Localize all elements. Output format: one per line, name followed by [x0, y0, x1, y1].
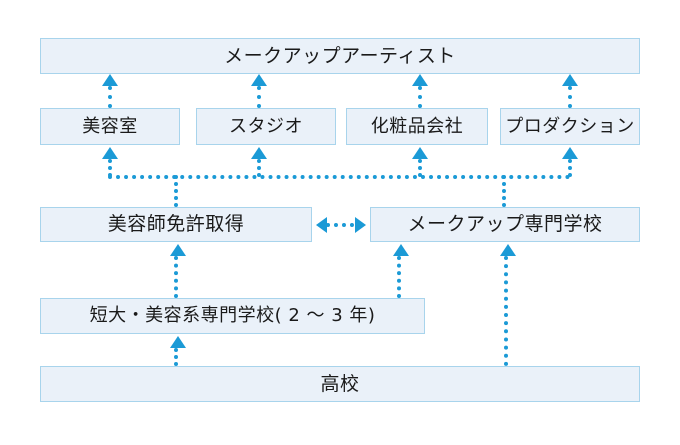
arrowhead-production-to-artist	[562, 74, 578, 86]
node-studio: スタジオ	[196, 108, 336, 145]
connector-high-school-to-makeup-school	[504, 256, 508, 366]
arrowhead-bus-to-beauty-salon	[102, 147, 118, 159]
connector-studio-to-artist	[257, 86, 261, 108]
node-label: メークアップアーティスト	[224, 44, 456, 67]
connector-production-to-artist	[568, 86, 572, 108]
node-junior-college: 短大・美容系専門学校( 2 〜 3 年)	[40, 298, 425, 334]
node-label: メークアップ専門学校	[407, 213, 603, 235]
node-label: 美容師免許取得	[107, 213, 245, 235]
node-beauty-salon: 美容室	[40, 108, 180, 145]
node-label: スタジオ	[229, 115, 303, 137]
connector-license-makeup-school	[326, 223, 354, 227]
connector-workplaces-bus	[108, 175, 570, 179]
arrowhead-bus-to-studio	[251, 147, 267, 159]
arrowhead-beauty-salon-to-artist	[102, 74, 118, 86]
connector-license-to-bus	[174, 175, 178, 207]
arrowhead-high-school-to-makeup-school	[500, 244, 516, 256]
node-beautician-license: 美容師免許取得	[40, 207, 312, 242]
arrowhead-bus-to-production	[562, 147, 578, 159]
arrowhead-cosmetics-to-artist	[412, 74, 428, 86]
arrowhead-makeup-school-side	[355, 217, 366, 233]
connector-cosmetics-to-artist	[418, 86, 422, 108]
connector-bus-to-studio	[257, 159, 261, 177]
node-label: 高校	[320, 372, 360, 395]
connector-junior-college-to-license	[174, 256, 178, 298]
node-makeup-artist: メークアップアーティスト	[40, 38, 640, 74]
node-high-school: 高校	[40, 366, 640, 402]
node-cosmetics-company: 化粧品会社	[346, 108, 488, 145]
arrowhead-bus-to-cosmetics	[412, 147, 428, 159]
connector-bus-to-beauty-salon	[108, 159, 112, 177]
node-production: プロダクション	[500, 108, 640, 145]
node-label: 化粧品会社	[370, 115, 464, 137]
connector-junior-college-to-makeup-school	[397, 256, 401, 298]
node-makeup-vocational-school: メークアップ専門学校	[370, 207, 640, 242]
connector-makeup-school-to-bus	[502, 175, 506, 207]
connector-bus-to-production	[568, 159, 572, 177]
arrowhead-studio-to-artist	[251, 74, 267, 86]
arrowhead-high-school-to-junior-college	[170, 336, 186, 348]
connector-beauty-salon-to-artist	[108, 86, 112, 108]
arrowhead-junior-college-to-makeup-school	[393, 244, 409, 256]
connector-high-school-to-junior-college	[174, 348, 178, 366]
node-label: プロダクション	[505, 115, 635, 137]
arrowhead-license-side	[316, 217, 327, 233]
node-label: 美容室	[82, 115, 138, 137]
connector-bus-to-cosmetics	[418, 159, 422, 177]
node-label: 短大・美容系専門学校( 2 〜 3 年)	[89, 305, 376, 326]
arrowhead-junior-college-to-license	[170, 244, 186, 256]
